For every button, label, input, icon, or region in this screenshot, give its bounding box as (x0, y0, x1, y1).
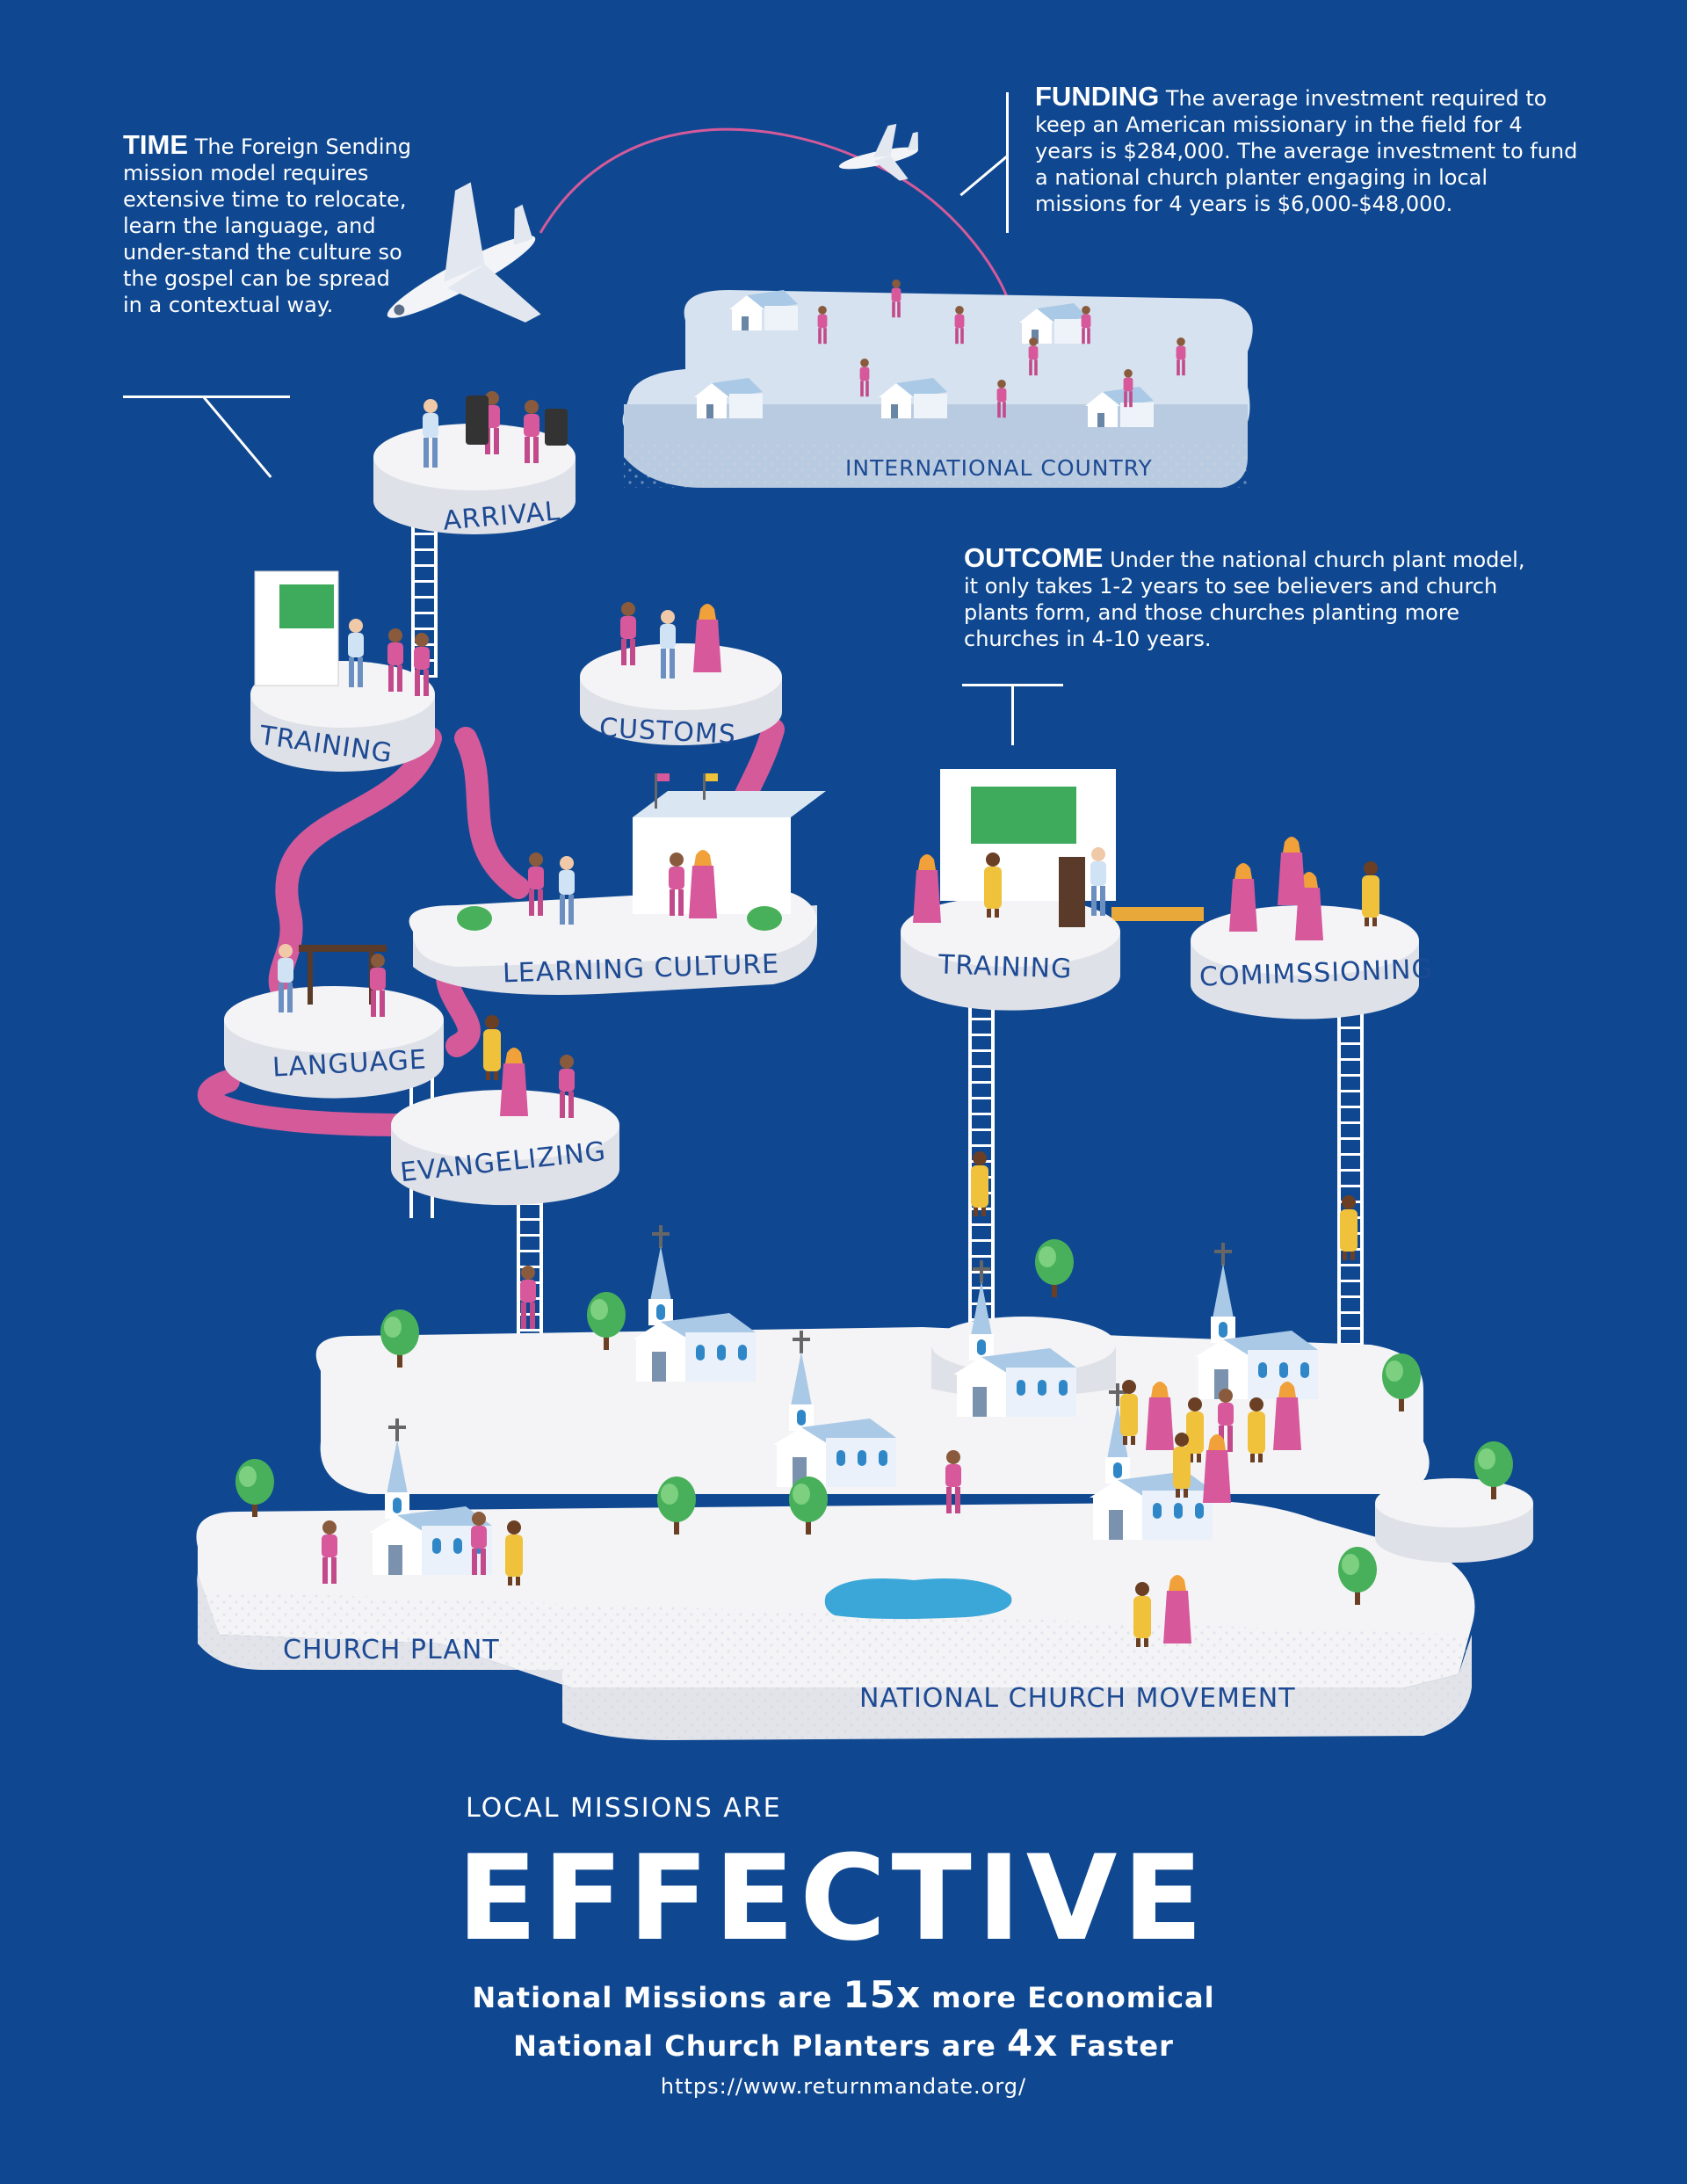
ladder-rung (411, 612, 438, 614)
stat1-post: more Economical (931, 1981, 1215, 2014)
commissioning-platform (1191, 837, 1419, 1019)
funding-heading: FUNDING (1035, 81, 1160, 112)
funding-leader-vertical (1006, 92, 1009, 233)
ladder-rung (968, 1097, 995, 1099)
ladder-commissioning (1337, 1002, 1364, 1389)
language-platform (224, 944, 444, 1099)
ladder-rung (1337, 1153, 1364, 1156)
training-foreign-platform (250, 570, 435, 772)
ladder-rung (1337, 1058, 1364, 1061)
ladder-rung (968, 1113, 995, 1115)
ladder-rung (411, 580, 438, 583)
airplane-icon (387, 182, 541, 323)
church-plant-label: CHURCH PLANT (283, 1635, 500, 1665)
training-national-label: TRAINING (938, 949, 1073, 985)
footer-stat-economical: National Missions are 15x more Economica… (0, 1973, 1687, 2016)
evangelizing-platform (391, 1015, 619, 1206)
outcome-leader-vertical (1011, 684, 1014, 745)
small-airplane-icon (838, 123, 919, 181)
national-church-movement-platform (196, 1225, 1533, 1740)
ladder-rung (411, 548, 438, 551)
ladder-rung (1337, 1090, 1364, 1092)
footer-kicker: LOCAL MISSIONS ARE (466, 1793, 782, 1824)
time-body: The Foreign Sending mission model requir… (123, 134, 412, 317)
ladder-rung (968, 1034, 995, 1036)
ladder-rung (968, 1239, 995, 1242)
stat2-number: 4x (1006, 2021, 1059, 2064)
ladder-rung (1337, 1280, 1364, 1282)
funding-body: The average investment required to keep … (1035, 86, 1578, 216)
arrival-platform (373, 391, 576, 534)
ladder-rung (1337, 1042, 1364, 1045)
ladder-rung (411, 533, 438, 535)
ladder-rung (1337, 1137, 1364, 1140)
ladder-rung (1337, 1185, 1364, 1187)
training-national-platform (901, 769, 1120, 1011)
time-leader-line (123, 395, 290, 398)
ladder-rung (1337, 1027, 1364, 1029)
ladder-rung (1337, 1169, 1364, 1172)
funding-callout: FUNDING The average investment required … (1035, 83, 1580, 217)
ladder-rung (411, 564, 438, 567)
ladder-rung (517, 1218, 543, 1221)
stat1-pre: National Missions are (472, 1981, 833, 2014)
ladder-rung (1337, 1295, 1364, 1298)
international-country-label: INTERNATIONAL COUNTRY (845, 455, 1153, 481)
ladder-rung (968, 1128, 995, 1131)
ladder-rung (517, 1329, 543, 1331)
ladder-rung (968, 1065, 995, 1068)
ladder-arrival (411, 492, 438, 677)
ladder-rung (1337, 1106, 1364, 1108)
customs-platform (580, 602, 782, 745)
outcome-body: Under the national church plant model, i… (964, 548, 1525, 651)
ladder-rung (968, 1223, 995, 1226)
ladder-rung (1337, 1264, 1364, 1266)
ladder-rung (411, 596, 438, 599)
footer-stat-faster: National Church Planters are 4x Faster (0, 2021, 1687, 2064)
flight-path (539, 127, 1012, 308)
international-country-platform (622, 279, 1253, 488)
outcome-heading: OUTCOME (964, 542, 1104, 573)
national-church-movement-label: NATIONAL CHURCH MOVEMENT (859, 1683, 1296, 1714)
ladder-rung (1337, 1311, 1364, 1314)
ladder-rung (968, 1018, 995, 1020)
ladder-rung (1337, 1327, 1364, 1330)
stat2-post: Faster (1068, 2029, 1174, 2063)
footer-headline: EFFECTIVE (457, 1830, 1208, 1967)
ladder-rung (1337, 1074, 1364, 1077)
ladder-rung (968, 1144, 995, 1147)
outcome-callout: OUTCOME Under the national church plant … (964, 542, 1526, 652)
stat1-number: 15x (843, 1973, 922, 2016)
ladder-rung (517, 1234, 543, 1237)
ladder-rung (968, 1255, 995, 1258)
ladder-rung (1337, 1121, 1364, 1124)
stat2-pre: National Church Planters are (513, 2029, 996, 2063)
footer-url-link[interactable]: https://www.returnmandate.org/ (660, 2074, 1027, 2099)
time-heading: TIME (123, 129, 189, 160)
time-callout: TIME The Foreign Sending mission model r… (123, 129, 413, 318)
ladder-rung (968, 1081, 995, 1084)
ladder-rung (517, 1250, 543, 1252)
ladder-rung (411, 628, 438, 630)
ladder-rung (968, 1049, 995, 1052)
learning-culture-platform (409, 773, 826, 995)
